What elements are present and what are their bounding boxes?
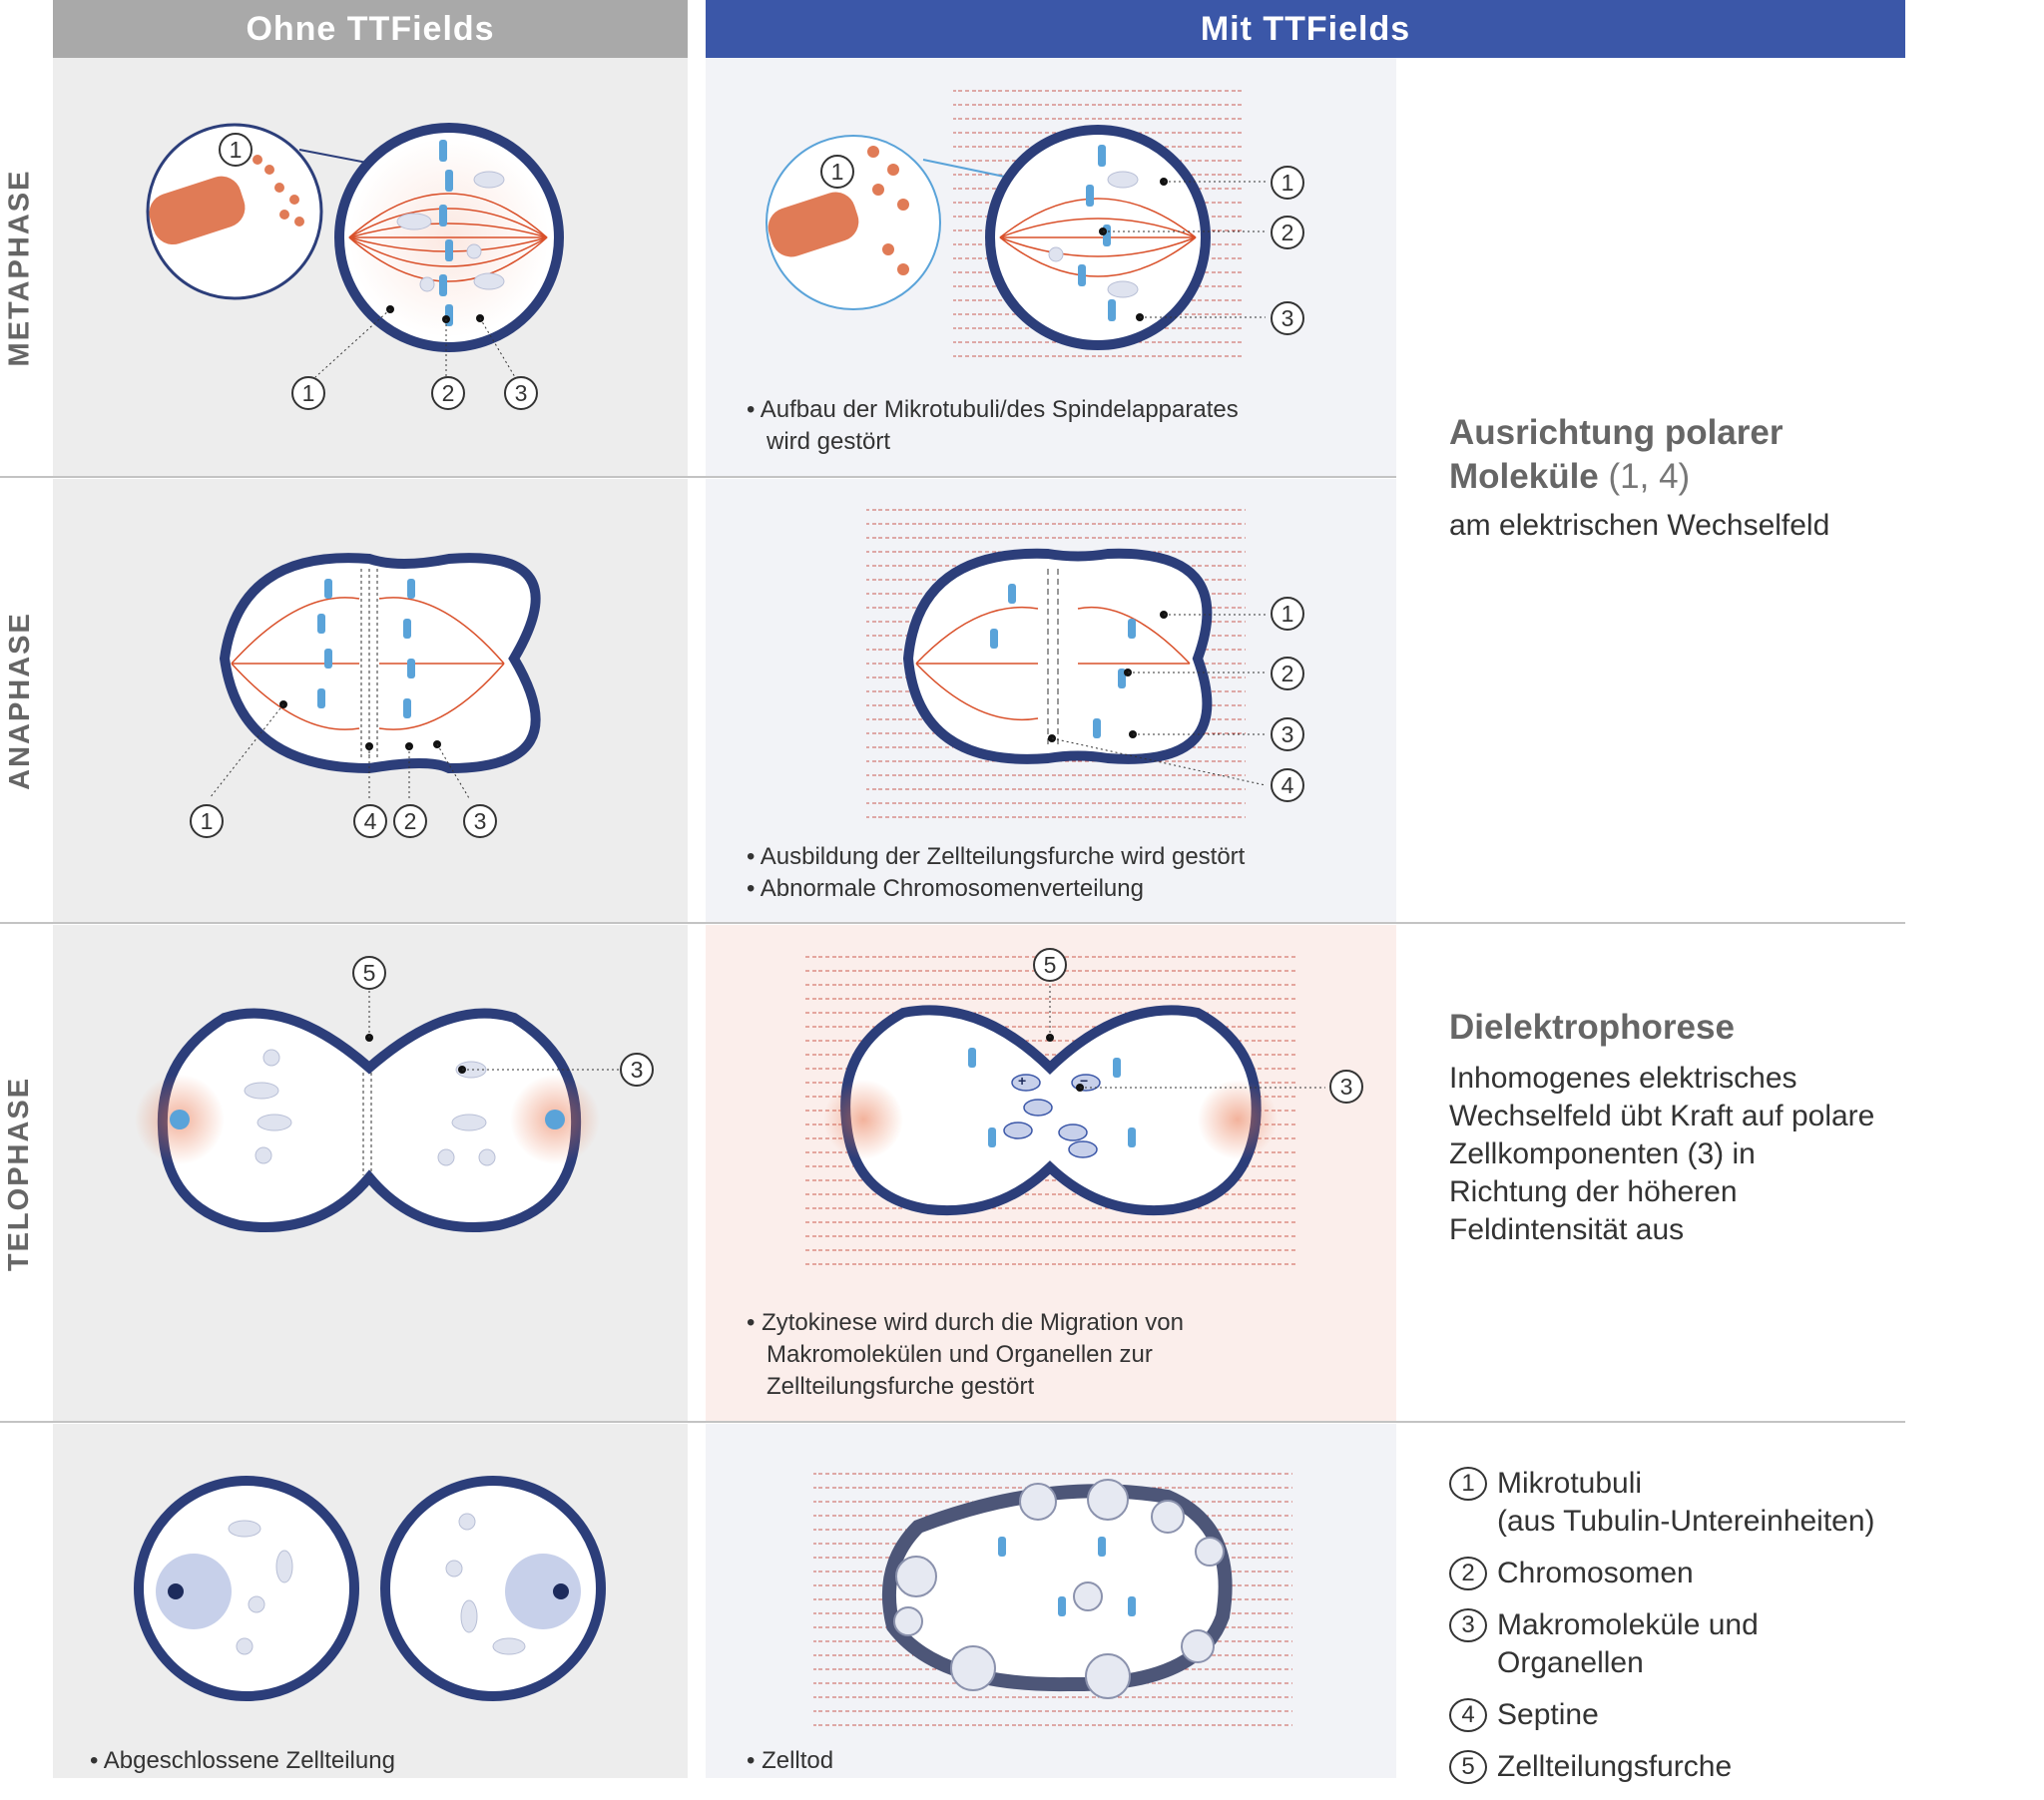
spindle-fibers	[348, 193, 548, 282]
final-right-illustration	[813, 1462, 1292, 1726]
anaphase-right-illustration	[866, 499, 1267, 828]
header-with-ttfields: Mit TTFields	[706, 0, 1905, 58]
final-left-illustration	[134, 1476, 606, 1701]
bullet-final-left: • Abgeschlossene Zellteilung	[90, 1747, 395, 1774]
callout-meta-left-1: 1	[291, 376, 325, 410]
callout-ana-left-4: 4	[353, 804, 387, 838]
anaphase-left-illustration	[209, 553, 541, 799]
callout-ana-left-3: 3	[463, 804, 497, 838]
header-with-label: Mit TTFields	[1200, 9, 1411, 48]
callout-telo-right-5: 5	[1033, 948, 1067, 982]
callout-meta-left-2: 2	[431, 376, 465, 410]
telophase-right-illustration	[803, 953, 1325, 1277]
callout-ana-left-1: 1	[190, 804, 224, 838]
callout-meta-right-3: 3	[1271, 301, 1304, 335]
callout-ana-left-2: 2	[393, 804, 427, 838]
callout-meta-left-3: 3	[504, 376, 538, 410]
charge-minus: −	[1080, 1073, 1089, 1089]
callout-meta-zoom: 1	[219, 133, 253, 167]
callout-meta-right-zoom: 1	[820, 155, 854, 189]
separator-meta	[0, 476, 1396, 478]
callout-ana-right-3: 3	[1271, 717, 1304, 751]
bullet-final-right: • Zelltod	[747, 1747, 834, 1774]
metaphase-left-illustration	[146, 123, 564, 378]
polar-text: am elektrischen Wechselfeld	[1449, 509, 1830, 542]
callout-ana-right-1: 1	[1271, 597, 1304, 631]
charge-plus: +	[1018, 1073, 1027, 1089]
microtubule-zoom	[149, 155, 304, 245]
telophase-left-illustration	[135, 991, 619, 1232]
organelles	[396, 171, 505, 292]
header-without-label: Ohne TTFields	[246, 9, 495, 48]
callout-telo-right-3: 3	[1329, 1070, 1363, 1104]
callout-ana-right-2: 2	[1271, 657, 1304, 690]
callout-meta-right-2: 2	[1271, 216, 1304, 249]
metaphase-right-illustration	[766, 80, 1266, 369]
bullet-telophase: • Zytokinese wird durch die Migration vo…	[747, 1309, 1184, 1400]
polar-title: Ausrichtung polarer Moleküle (1, 4)	[1449, 413, 1784, 496]
header-without-ttfields: Ohne TTFields	[53, 0, 688, 58]
bullet-anaphase: • Ausbildung der Zellteilungsfurche wird…	[747, 843, 1246, 902]
dielectro-text: Inhomogenes elektrisches Wechselfeld übt…	[1449, 1062, 1875, 1246]
dielectro-title: Dielektrophorese	[1449, 1008, 1735, 1047]
callout-ana-right-4: 4	[1271, 768, 1304, 802]
separator-telo	[0, 1421, 1905, 1423]
bullet-metaphase: • Aufbau der Mikrotubuli/des Spindelappa…	[747, 396, 1239, 455]
separator-ana	[0, 922, 1905, 924]
callout-telo-left-5: 5	[352, 956, 386, 990]
callout-meta-right-1: 1	[1271, 166, 1304, 200]
callout-telo-left-3: 3	[620, 1053, 654, 1087]
